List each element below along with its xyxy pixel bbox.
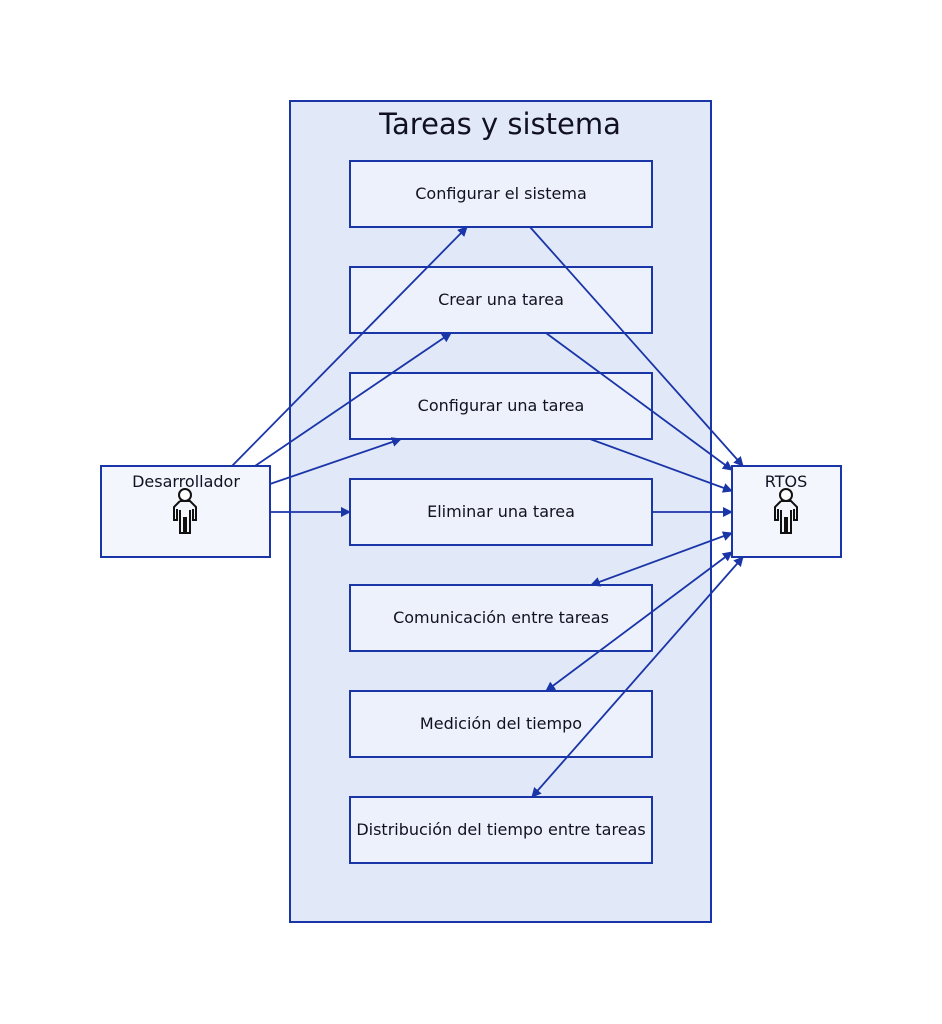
- edge-uc7-rtos: [531, 556, 744, 798]
- use-case-uc5[interactable]: Comunicación entre tareas: [349, 584, 653, 652]
- actor-box: [731, 465, 842, 558]
- edge-developer-uc3: [269, 437, 402, 485]
- person-icon: [774, 488, 798, 534]
- actor-label: RTOS: [765, 472, 807, 491]
- use-case-uc3[interactable]: Configurar una tarea: [349, 372, 653, 440]
- person-icon: [173, 488, 197, 534]
- use-case-box: [349, 266, 653, 334]
- actor-developer[interactable]: Desarrollador: [100, 465, 271, 558]
- use-case-box: [349, 796, 653, 864]
- use-case-label: Eliminar una tarea: [427, 502, 575, 521]
- relations: [231, 226, 744, 798]
- edge-uc2-rtos: [545, 332, 733, 471]
- use-case-uc1[interactable]: Configurar el sistema: [349, 160, 653, 228]
- use-case-box: [349, 372, 653, 440]
- use-case-uc6[interactable]: Medición del tiempo: [349, 690, 653, 758]
- edge-uc3-rtos: [589, 438, 733, 493]
- use-case-uc7[interactable]: Distribución del tiempo entre tareas: [349, 796, 653, 864]
- use-case-uc4[interactable]: Eliminar una tarea: [349, 478, 653, 546]
- actor-rtos[interactable]: RTOS: [731, 465, 842, 558]
- use-case-label: Crear una tarea: [438, 290, 564, 309]
- use-case-label: Comunicación entre tareas: [393, 608, 609, 627]
- actor-box: [100, 465, 271, 558]
- use-case-label: Configurar una tarea: [418, 396, 585, 415]
- edge-developer-uc2: [254, 332, 452, 467]
- use-case-box: [349, 160, 653, 228]
- use-case-label: Distribución del tiempo entre tareas: [356, 820, 645, 839]
- use-case-label: Configurar el sistema: [415, 184, 587, 203]
- edge-uc1-rtos: [529, 226, 744, 467]
- system-title: Tareas y sistema: [378, 107, 621, 141]
- use-case-label: Medición del tiempo: [420, 714, 582, 733]
- edge-developer-uc1: [231, 226, 468, 467]
- use-case-uc2[interactable]: Crear una tarea: [349, 266, 653, 334]
- actor-label: Desarrollador: [132, 472, 240, 491]
